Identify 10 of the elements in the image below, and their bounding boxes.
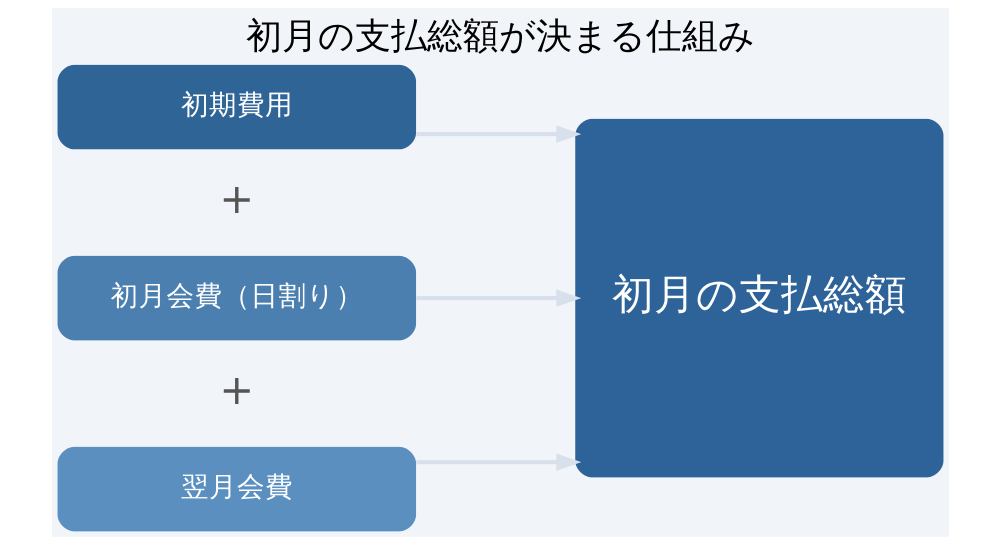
node-box: 初月の支払総額 xyxy=(574,118,943,478)
arrow xyxy=(416,453,581,471)
label: + xyxy=(218,174,254,223)
diagram-title: 初月の支払総額が決まる仕組み xyxy=(246,16,754,57)
arrow xyxy=(416,125,581,143)
node-box: 初月会費（日割り） xyxy=(57,256,416,340)
node-box: 翌月会費 xyxy=(57,446,416,532)
node-box: 初期費用 xyxy=(57,64,416,150)
label: + xyxy=(218,365,254,414)
arrow xyxy=(416,289,581,307)
